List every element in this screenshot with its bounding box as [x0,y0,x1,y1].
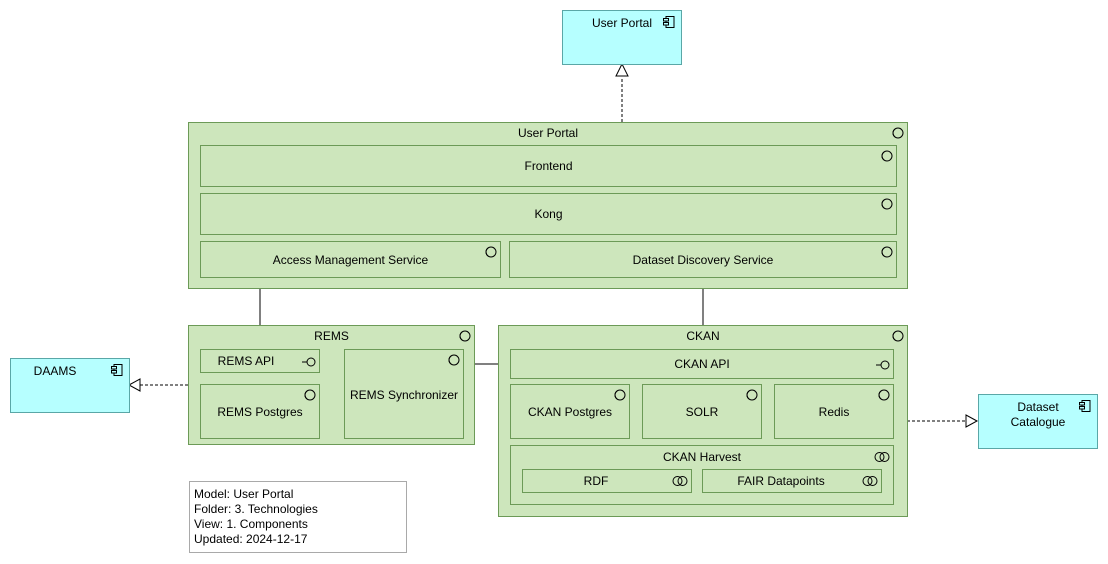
fair-datapoints-node[interactable]: FAIR Datapoints [702,469,882,493]
service-icon [881,150,893,162]
user-portal-component-label: User Portal [591,16,653,30]
service-icon [614,389,626,401]
collaboration-icon [874,452,890,462]
user-portal-component[interactable]: User Portal [562,10,682,65]
dataset-catalogue-label-line1: Dataset [1017,400,1059,414]
user-portal-group-label: User Portal [517,126,579,140]
note-updated: Updated: 2024-12-17 [194,532,308,546]
kong-node[interactable]: Kong [200,193,897,235]
note-folder: Folder: 3. Technologies [194,502,318,516]
service-icon [892,330,904,342]
ckan-api-label: CKAN API [674,357,730,371]
edge-portal-realization-head [615,62,629,77]
service-icon [881,246,893,258]
access-management-label: Access Management Service [272,252,429,267]
collaboration-icon [672,476,688,486]
access-management-node[interactable]: Access Management Service [200,241,501,278]
rems-label: REMS [314,329,349,343]
model-info-note: Model: User Portal Folder: 3. Technologi… [189,481,407,553]
rdf-label: RDF [583,474,609,488]
frontend-node[interactable]: Frontend [200,145,897,187]
frontend-label: Frontend [524,159,573,173]
edge-ckan-catalogue-head [965,414,979,428]
rems-api-label: REMS API [217,354,275,368]
service-icon [881,198,893,210]
component-icon [1079,400,1091,412]
collaboration-icon [862,476,878,486]
edge-rems-daams-head [127,378,141,392]
solr-node[interactable]: SOLR [642,384,762,439]
rems-postgres-label: REMS Postgres [217,404,303,419]
rems-synchronizer-node[interactable]: REMS Synchronizer [344,349,464,439]
kong-label: Kong [534,207,563,221]
dataset-discovery-node[interactable]: Dataset Discovery Service [509,241,897,278]
service-icon [459,330,471,342]
solr-label: SOLR [685,404,719,419]
dataset-catalogue-component[interactable]: Dataset Catalogue [978,394,1098,449]
ckan-harvest-label: CKAN Harvest [662,450,742,464]
rems-postgres-node[interactable]: REMS Postgres [200,384,320,439]
dataset-discovery-label: Dataset Discovery Service [632,252,774,267]
ckan-label: CKAN [686,329,720,343]
service-icon [878,389,890,401]
ckan-postgres-node[interactable]: CKAN Postgres [510,384,630,439]
redis-node[interactable]: Redis [774,384,894,439]
note-view: View: 1. Components [194,517,308,531]
note-model: Model: User Portal [194,487,294,501]
service-icon [746,389,758,401]
service-icon [485,246,497,258]
ckan-postgres-label: CKAN Postgres [527,404,613,419]
service-icon [892,127,904,139]
interface-icon [302,357,316,367]
ckan-api-node[interactable]: CKAN API [510,349,894,379]
component-icon [663,16,675,28]
redis-label: Redis [818,404,850,419]
rems-synchronizer-label: REMS Synchronizer [349,388,459,402]
dataset-catalogue-label-line2: Catalogue [1010,415,1066,429]
daams-label: DAAMS [33,364,77,378]
fair-datapoints-label: FAIR Datapoints [737,474,825,488]
service-icon [304,389,316,401]
service-icon [448,354,460,366]
daams-component[interactable]: DAAMS [10,358,130,413]
interface-icon [876,360,890,370]
rems-api-node[interactable]: REMS API [200,349,320,373]
rdf-node[interactable]: RDF [522,469,692,493]
component-icon [111,364,123,376]
